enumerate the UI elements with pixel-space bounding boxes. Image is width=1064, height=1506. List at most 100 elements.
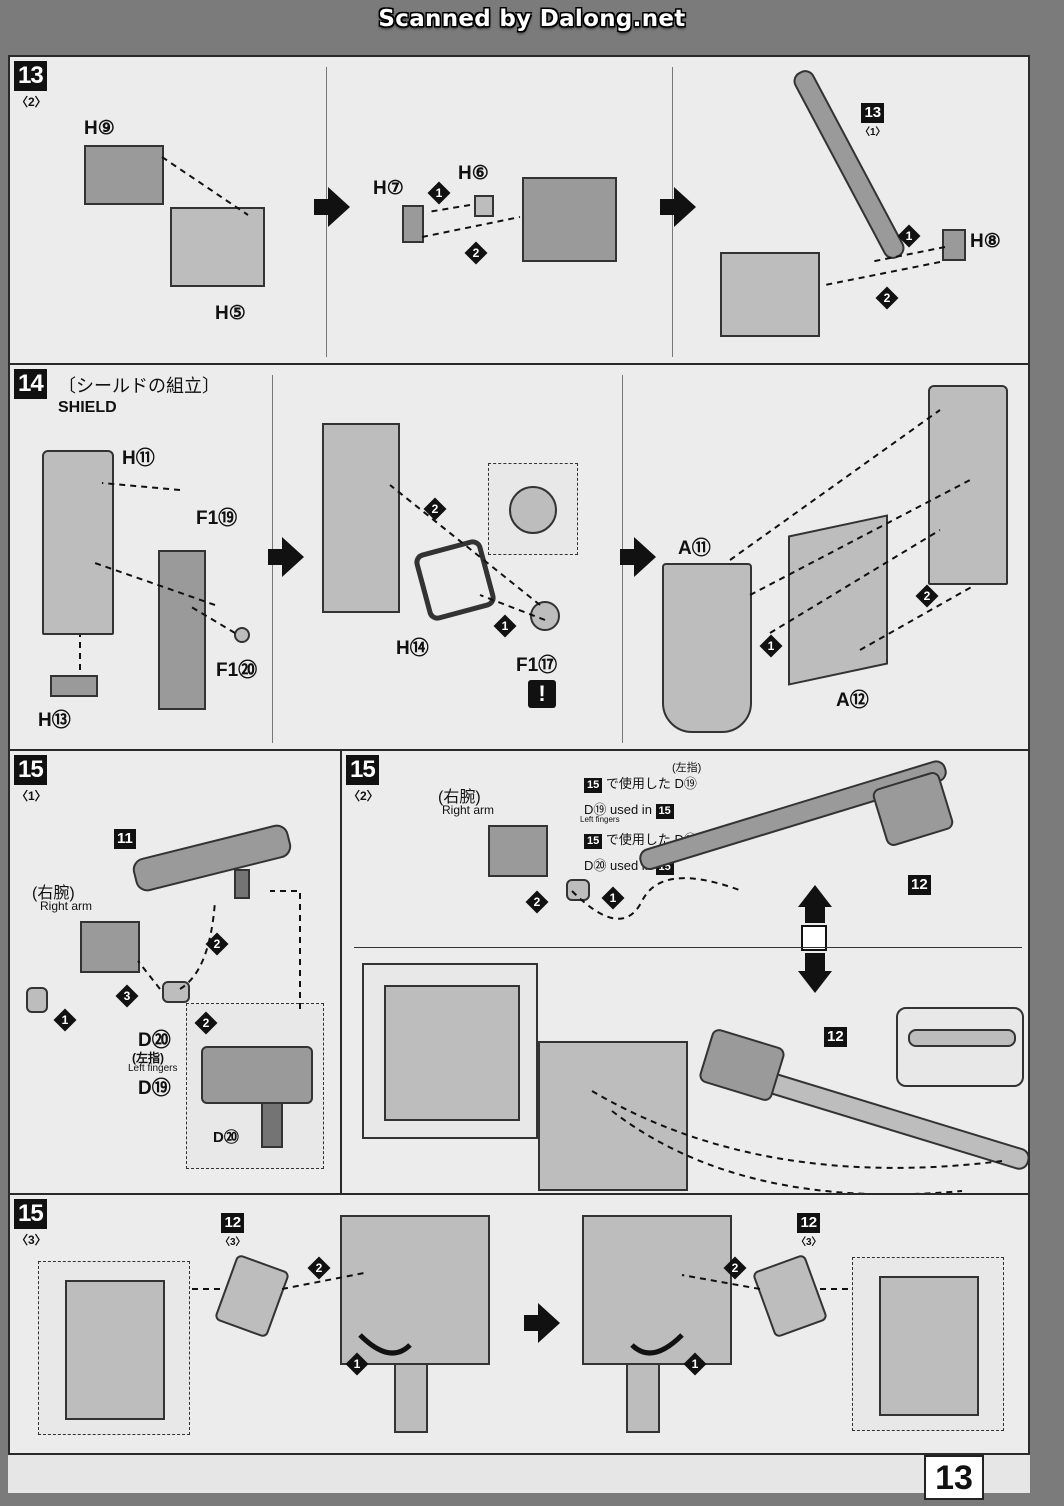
- result-view-left: [38, 1261, 190, 1435]
- detail-label-d20: D⑳: [213, 1129, 239, 1146]
- mecha-hip-with-armor-illustration: [879, 1276, 979, 1416]
- assembly-guide-lines: [137, 890, 301, 1009]
- right-arm-label-jp: (右腕): [32, 885, 75, 902]
- step-15-1-panel: 15 〈1〉 11 (右腕) Right arm D⑳ (左指) Left fi…: [8, 749, 342, 1195]
- ref-step-12-3: 12 〈3〉: [220, 1213, 246, 1248]
- detail-inset: [488, 463, 578, 555]
- right-arm-illustration: [80, 921, 140, 973]
- step-number: 15: [14, 755, 47, 785]
- f1-17-part-illustration: [530, 601, 560, 631]
- part-label-f1-20: F1⑳: [216, 660, 258, 681]
- next-arrow: [314, 187, 350, 227]
- detail-inset: 2 D⑳: [186, 1003, 324, 1169]
- part-label-h5: H⑤: [215, 303, 246, 324]
- part-label-d20: D⑳: [138, 1030, 171, 1051]
- step-marker: 1: [759, 634, 783, 658]
- part-label-h6: H⑥: [458, 163, 489, 184]
- grip-closeup-illustration: [261, 1102, 283, 1148]
- waist-part-illustration: [170, 207, 265, 287]
- part-label-f1-17: F1⑰: [516, 655, 558, 676]
- ref-step-11: 11: [114, 829, 136, 849]
- step-marker: 1: [345, 1352, 369, 1376]
- h7-part-illustration: [402, 205, 424, 243]
- step-marker: 1: [601, 886, 625, 910]
- assembly-guide-lines: [192, 1272, 850, 1356]
- left-fingers-label-jp: (左指): [132, 1051, 164, 1065]
- step-marker: 1: [683, 1352, 707, 1376]
- shield-front-plate-illustration: [662, 563, 752, 733]
- part-label-a11: A⑪: [678, 538, 711, 559]
- part-label-h7: H⑦: [373, 178, 404, 199]
- note-1-en-left-fingers: Left fingers: [580, 815, 620, 824]
- step-sub: 〈3〉: [16, 1233, 47, 1247]
- next-arrow: [620, 537, 656, 577]
- mecha-torso-illustration: [538, 1041, 688, 1191]
- step-marker: 2: [525, 890, 549, 914]
- removed-armor-illustration: [626, 1363, 660, 1433]
- result-view-right: [852, 1257, 1004, 1431]
- step-13-panel: 13 〈2〉 H⑨ H⑤ H⑦ H⑥ 1 2 13 〈1〉 H⑧ 1 2: [8, 55, 1030, 365]
- waist-part-illustration: [720, 252, 820, 337]
- right-arm-illustration: [488, 825, 548, 877]
- hand-removed-illustration: [26, 987, 48, 1013]
- page-number: 13: [924, 1455, 984, 1500]
- ref-step-12: 12: [824, 1027, 847, 1047]
- step-marker: 1: [897, 224, 921, 248]
- note-1: 15 で使用した D⑲: [584, 773, 697, 793]
- left-fingers-label-en: Left fingers: [128, 1063, 178, 1074]
- part-label-f1-19: F1⑲: [196, 508, 238, 529]
- ref-step-12-3: 12 〈3〉: [796, 1213, 822, 1248]
- waist-part-illustration: [522, 177, 617, 262]
- h8-part-illustration: [942, 229, 966, 261]
- step-sub: 〈2〉: [16, 95, 47, 109]
- step-marker: 2: [194, 1011, 218, 1035]
- assembly-guide-lines: [161, 156, 946, 286]
- ref-step-12: 12: [908, 875, 931, 895]
- right-arm-label-en: Right arm: [40, 899, 93, 913]
- step-marker: 2: [423, 497, 447, 521]
- right-arm-label-en: Right arm: [442, 803, 495, 817]
- step-marker: 2: [915, 584, 939, 608]
- next-arrow: [268, 537, 304, 577]
- warning-icon: !: [528, 680, 556, 708]
- step-marker: 3: [115, 984, 139, 1008]
- part-label-a12: A⑫: [836, 690, 869, 711]
- assembly-guide-lines: [79, 409, 976, 670]
- step-15-3-panel: 15 〈3〉 12 〈3〉 2 1 2 1 12 〈3〉: [8, 1193, 1030, 1455]
- f1-20-part-illustration: [234, 627, 250, 643]
- right-arm-label-jp: (右腕): [438, 789, 481, 806]
- instruction-sheet: 13 〈2〉 H⑨ H⑤ H⑦ H⑥ 1 2 13 〈1〉 H⑧ 1 2: [8, 55, 1030, 1493]
- step-number: 13: [14, 61, 47, 91]
- mecha-hip-with-armor-illustration: [65, 1280, 165, 1420]
- note-1-en: D⑲ used in 15: [584, 799, 674, 819]
- mecha-hip-closeup-illustration: [384, 985, 520, 1121]
- step-marker: 2: [205, 932, 229, 956]
- next-arrow: [524, 1303, 560, 1343]
- part-label-h8: H⑧: [970, 231, 1001, 252]
- bazooka-closeup-illustration: [201, 1046, 313, 1104]
- h6-part-illustration: [474, 195, 494, 217]
- step-marker: 2: [875, 286, 899, 310]
- assembly-guide-lines: [571, 877, 1003, 1193]
- shield-back-illustration: [42, 450, 114, 635]
- note-1-left-fingers-jp: (左指): [672, 762, 702, 774]
- joint-detail-illustration: [509, 486, 557, 534]
- part-label-h11: H⑪: [122, 448, 155, 469]
- part-label-d19: D⑲: [138, 1078, 171, 1099]
- grip-illustration: [234, 869, 250, 899]
- detail-inset: [896, 1007, 1024, 1087]
- step-number: 15: [346, 755, 379, 785]
- step-15-2-panel: 15 〈2〉 (右腕) Right arm 15 で使用した D⑲ (左指) D…: [340, 749, 1030, 1195]
- h13-part-illustration: [50, 675, 98, 697]
- hand-illustration: [566, 879, 590, 901]
- step-sub: 〈1〉: [16, 789, 47, 803]
- mount-peg-closeup-illustration: [908, 1029, 1016, 1047]
- step-marker: 1: [493, 614, 517, 638]
- flip-view-icon: [798, 885, 832, 1005]
- step-title-jp: 〔シールドの組立〕: [58, 376, 220, 396]
- step-marker: 2: [307, 1256, 331, 1280]
- scanner-watermark: Scanned by Dalong.net: [378, 6, 686, 32]
- step-marker: 2: [464, 241, 488, 265]
- part-label-h13: H⑬: [38, 710, 71, 731]
- shield-back-illustration: [928, 385, 1008, 585]
